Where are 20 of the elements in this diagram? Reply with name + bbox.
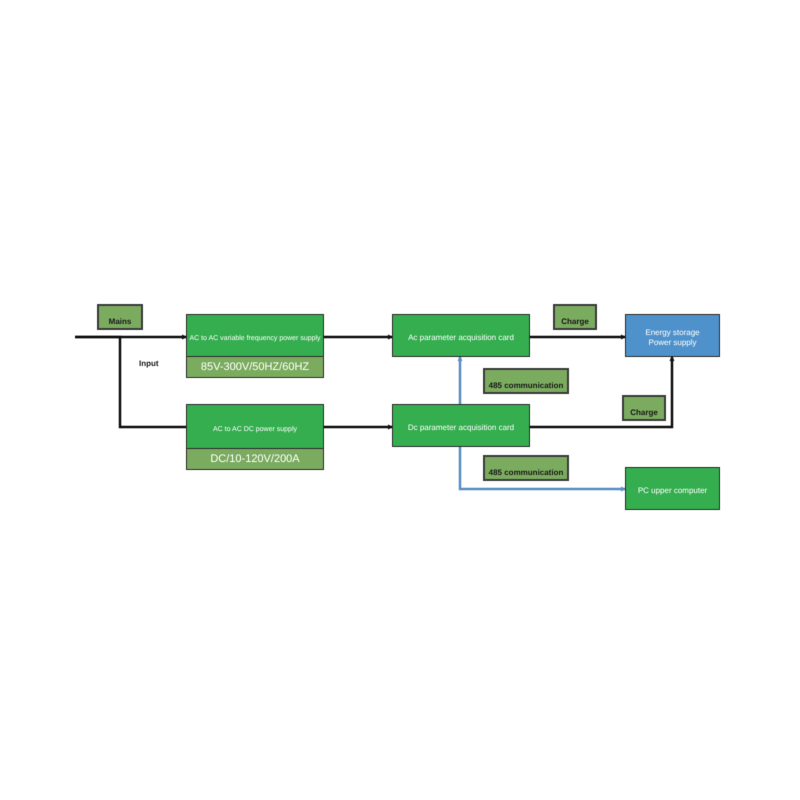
tag-box: Charge bbox=[622, 395, 666, 421]
power-supply-box bbox=[186, 314, 324, 378]
process-box: Ac parameter acquisition card bbox=[392, 314, 530, 357]
connector-arrow bbox=[458, 356, 462, 404]
tag-box: Charge bbox=[553, 304, 597, 330]
process-box: PC upper computer bbox=[625, 467, 720, 510]
spec-band: DC/10-120V/200A bbox=[187, 448, 323, 469]
connector-arrow bbox=[530, 334, 626, 340]
storage-box: Energy storage Power supply bbox=[625, 314, 720, 357]
power-supply-box bbox=[186, 404, 324, 470]
process-box: Dc parameter acquisition card bbox=[392, 404, 530, 447]
connector-arrow bbox=[530, 356, 674, 428]
input-label: Input bbox=[139, 358, 159, 370]
connector-arrow bbox=[324, 424, 392, 430]
tag-box: Mains bbox=[97, 304, 143, 330]
connector-arrow bbox=[458, 447, 626, 492]
connector-arrow bbox=[324, 334, 392, 340]
tag-box: 485 communication bbox=[483, 368, 569, 394]
tag-box: 485 communication bbox=[483, 455, 569, 481]
spec-band: 85V-300V/50HZ/60HZ bbox=[187, 356, 323, 377]
